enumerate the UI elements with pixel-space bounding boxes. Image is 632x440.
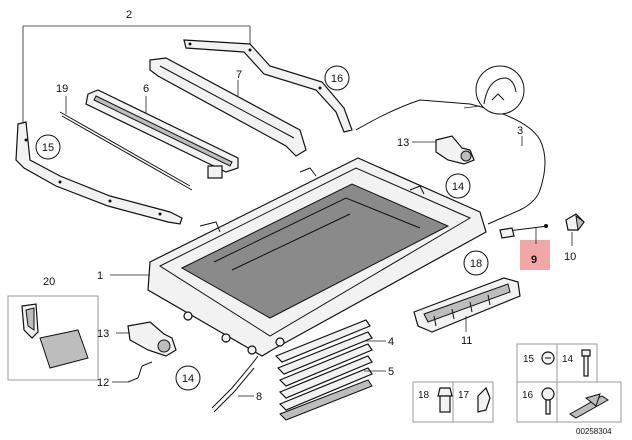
view-arrow-icon <box>569 393 609 419</box>
callout-14-lower-circle <box>175 365 201 391</box>
fastener-14: 14 <box>562 354 574 365</box>
seal-strip <box>59 111 193 191</box>
callout-10: 10 <box>564 251 576 263</box>
fastener-18: 18 <box>418 390 430 401</box>
callout-2-bracket <box>22 25 251 124</box>
end-cap <box>565 213 585 232</box>
callout-6: 6 <box>143 83 149 95</box>
callout-20: 20 <box>43 276 55 288</box>
callout-3: 3 <box>517 125 523 137</box>
left-frame-rail <box>15 121 183 225</box>
fastener-15: 15 <box>523 354 535 365</box>
callout-5: 5 <box>388 366 394 378</box>
callout-9-highlight <box>520 240 550 270</box>
drive-motor-upper <box>435 135 475 165</box>
callout-18: 18 <box>470 258 482 270</box>
guide-rail <box>413 277 521 333</box>
drive-cable <box>211 355 259 413</box>
callout-13-upper: 13 <box>397 137 409 149</box>
top-frame-rail <box>183 39 353 133</box>
callout-13-lower: 13 <box>97 328 109 340</box>
clip-17-icon <box>477 386 491 413</box>
repair-kit-box <box>7 295 99 381</box>
drive-motor-lower <box>127 321 177 357</box>
callout-9: 9 <box>531 254 537 266</box>
catalog-number: 00258304 <box>576 427 612 436</box>
callout-18-circle <box>463 250 489 276</box>
fastener-17: 17 <box>458 390 470 401</box>
lower-strips <box>274 319 373 421</box>
callout-15-circle <box>35 134 61 160</box>
drain-hose <box>499 224 549 239</box>
seal-detail-circle <box>475 65 525 115</box>
callout-2: 2 <box>126 9 132 21</box>
callout-7: 7 <box>236 69 242 81</box>
screw-15-icon <box>541 351 555 365</box>
fastener-16: 16 <box>522 390 534 401</box>
callout-19: 19 <box>56 83 68 95</box>
callout-4: 4 <box>388 336 394 348</box>
screw-16-icon <box>541 387 555 415</box>
plug-18-icon <box>437 387 453 413</box>
callout-15: 15 <box>42 142 54 154</box>
callout-16-circle <box>324 65 350 91</box>
callout-8: 8 <box>256 391 262 403</box>
wind-deflector <box>85 89 239 179</box>
callout-14-upper: 14 <box>452 181 464 193</box>
sunroof-frame <box>147 157 487 357</box>
callout-14-upper-circle <box>445 173 471 199</box>
callout-12: 12 <box>97 377 109 389</box>
callout-11: 11 <box>461 335 472 347</box>
motor-bracket <box>127 361 153 383</box>
callout-16: 16 <box>331 73 343 85</box>
sunroof-seal <box>355 99 546 225</box>
front-cross-member <box>149 57 307 157</box>
bolt-14-icon <box>581 349 591 377</box>
callout-14-lower: 14 <box>182 373 194 385</box>
callout-1: 1 <box>97 270 103 282</box>
